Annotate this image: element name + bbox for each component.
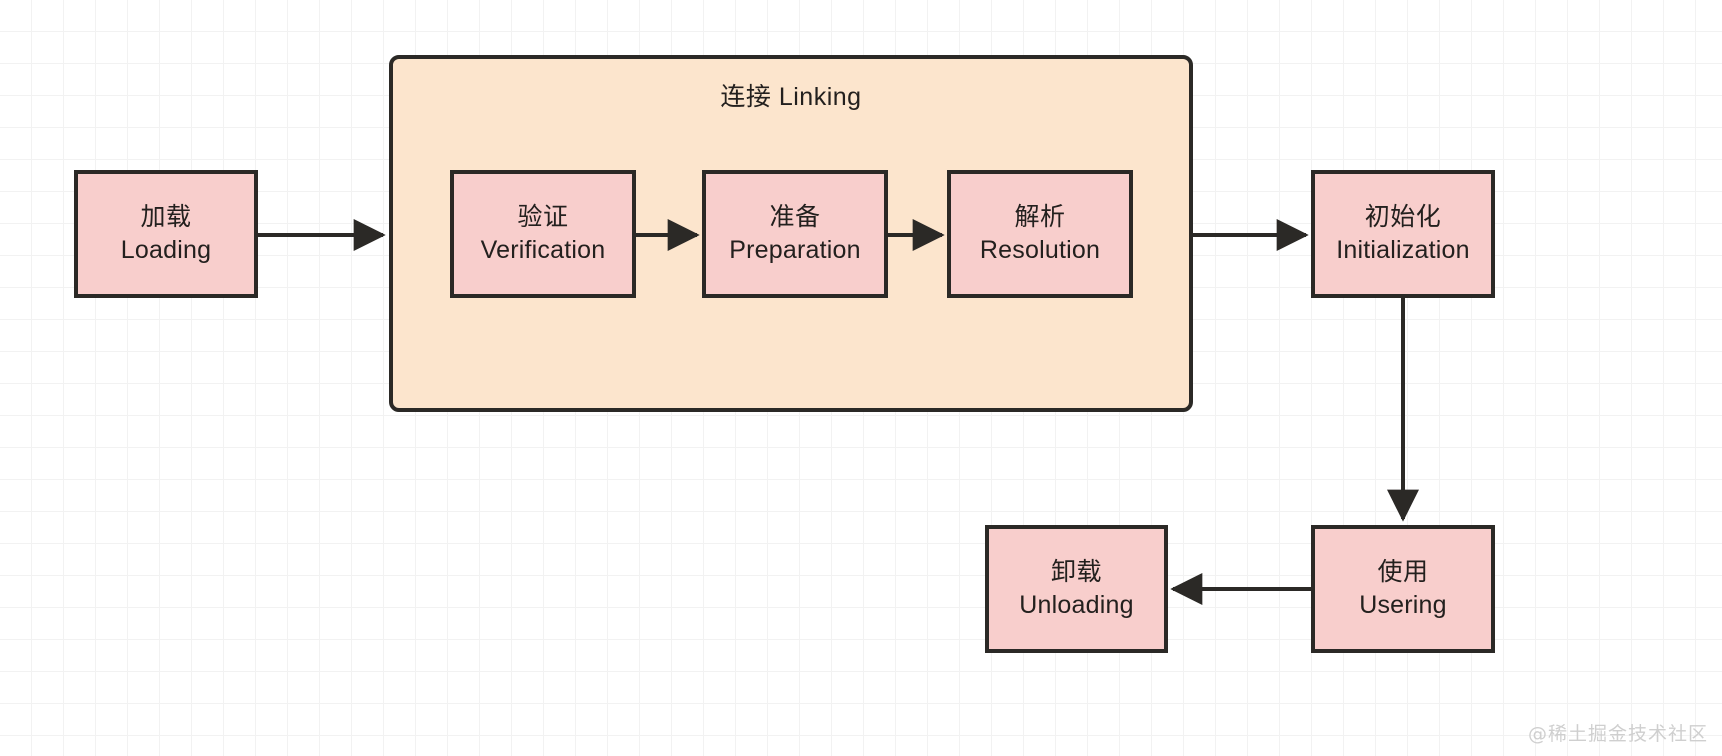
node-preparation[interactable]: 准备 Preparation (702, 170, 888, 298)
node-verification[interactable]: 验证 Verification (450, 170, 636, 298)
node-usering-label-cn: 使用 (1377, 558, 1429, 586)
node-loading-label-cn: 加载 (140, 203, 192, 231)
node-loading[interactable]: 加载 Loading (74, 170, 258, 298)
node-initialization-label-cn: 初始化 (1364, 203, 1442, 231)
node-unloading-label-cn: 卸载 (1050, 558, 1102, 586)
node-resolution-label-cn: 解析 (1014, 203, 1066, 231)
node-initialization-label-en: Initialization (1336, 236, 1470, 264)
group-linking-title: 连接 Linking (720, 83, 862, 111)
node-preparation-label-en: Preparation (729, 236, 861, 264)
node-verification-label-cn: 验证 (517, 203, 569, 231)
node-unloading-label-en: Unloading (1019, 591, 1134, 619)
node-resolution-label-en: Resolution (979, 236, 1101, 264)
node-usering[interactable]: 使用 Usering (1311, 525, 1495, 653)
watermark: @稀土掘金技术社区 (1527, 723, 1708, 745)
node-verification-label-en: Verification (480, 236, 606, 264)
node-loading-label-en: Loading (120, 236, 212, 264)
node-usering-label-en: Usering (1359, 591, 1447, 619)
node-resolution[interactable]: 解析 Resolution (947, 170, 1133, 298)
node-initialization[interactable]: 初始化 Initialization (1311, 170, 1495, 298)
node-preparation-label-cn: 准备 (769, 203, 821, 231)
node-unloading[interactable]: 卸载 Unloading (985, 525, 1168, 653)
